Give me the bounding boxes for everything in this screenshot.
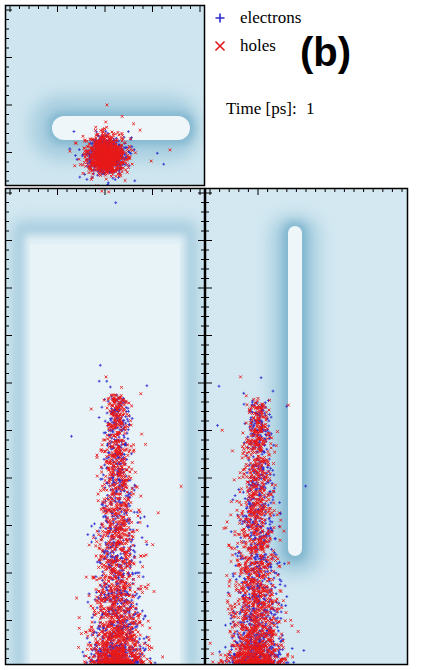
carrier-group bbox=[68, 189, 204, 664]
time-value: 1 bbox=[306, 100, 315, 117]
panel-frame bbox=[6, 189, 205, 665]
hole-points bbox=[69, 104, 205, 186]
hole-points bbox=[69, 189, 205, 664]
side-view-panel bbox=[206, 189, 407, 664]
side-view-panel bbox=[6, 189, 204, 664]
hole-points bbox=[206, 189, 300, 664]
time-label: Time [ps]: bbox=[226, 100, 297, 117]
legend-marker bbox=[216, 14, 225, 23]
panel-frame bbox=[206, 189, 408, 665]
panel-frame bbox=[6, 6, 205, 186]
panel-letter: (b) bbox=[300, 32, 351, 72]
legend-marker bbox=[216, 42, 225, 51]
carrier-cloud bbox=[68, 104, 307, 665]
legend-text: holes bbox=[240, 37, 276, 54]
carrier-group bbox=[68, 104, 204, 186]
legend-text: electrons bbox=[240, 9, 301, 26]
carrier-group bbox=[206, 189, 307, 664]
